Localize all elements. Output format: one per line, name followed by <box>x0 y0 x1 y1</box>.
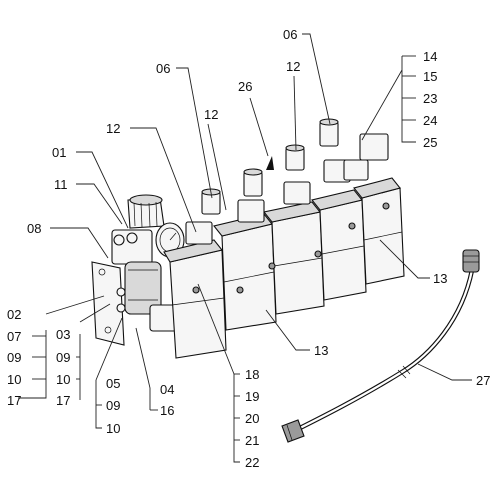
label-21: 21 <box>245 433 259 448</box>
label-01: 01 <box>52 145 66 160</box>
label-27: 27 <box>476 373 490 388</box>
label-10-c: 10 <box>106 421 120 436</box>
label-10-a: 10 <box>7 372 21 387</box>
valve-manifold-assembly <box>91 118 405 359</box>
label-08: 08 <box>27 221 41 236</box>
label-06-right: 06 <box>283 27 297 42</box>
label-20: 20 <box>245 411 259 426</box>
leader-lines <box>18 33 472 463</box>
solenoid-valve-blocks <box>163 177 405 359</box>
label-10-b: 10 <box>56 372 70 387</box>
label-18: 18 <box>245 367 259 382</box>
label-23: 23 <box>423 91 437 106</box>
label-26: 26 <box>238 79 252 94</box>
filter-bowl <box>124 261 162 315</box>
label-04: 04 <box>160 382 174 397</box>
label-17-a: 17 <box>7 393 21 408</box>
label-16: 16 <box>160 403 174 418</box>
solenoid-coils <box>185 133 389 245</box>
label-09-b: 09 <box>56 350 70 365</box>
marker-arrow <box>266 156 274 170</box>
label-22: 22 <box>245 455 259 470</box>
label-14: 14 <box>423 49 437 64</box>
label-07: 07 <box>7 329 21 344</box>
label-17-b: 17 <box>56 393 70 408</box>
label-12-right: 12 <box>286 59 300 74</box>
label-02: 02 <box>7 307 21 322</box>
label-24: 24 <box>423 113 437 128</box>
label-15: 15 <box>423 69 437 84</box>
cable-connector-top <box>462 249 480 273</box>
label-12-left: 12 <box>106 121 120 136</box>
label-09-c: 09 <box>106 398 120 413</box>
label-11: 11 <box>54 177 68 192</box>
label-19: 19 <box>245 389 259 404</box>
regulator-knob <box>127 194 165 229</box>
cable-connector-bottom <box>281 419 305 443</box>
part-labels: 01 11 08 02 07 09 10 17 03 09 10 17 05 0… <box>7 27 490 470</box>
label-13-bottom: 13 <box>314 343 328 358</box>
label-12-middle: 12 <box>204 107 218 122</box>
label-09-a: 09 <box>7 350 21 365</box>
label-05: 05 <box>106 376 120 391</box>
label-13-right: 13 <box>433 271 447 286</box>
label-25: 25 <box>423 135 437 150</box>
cable-assembly <box>281 249 480 443</box>
fittings <box>201 118 339 215</box>
label-03: 03 <box>56 327 70 342</box>
regulator-body <box>111 229 179 332</box>
label-06-left: 06 <box>156 61 170 76</box>
mounting-plate <box>91 261 125 346</box>
